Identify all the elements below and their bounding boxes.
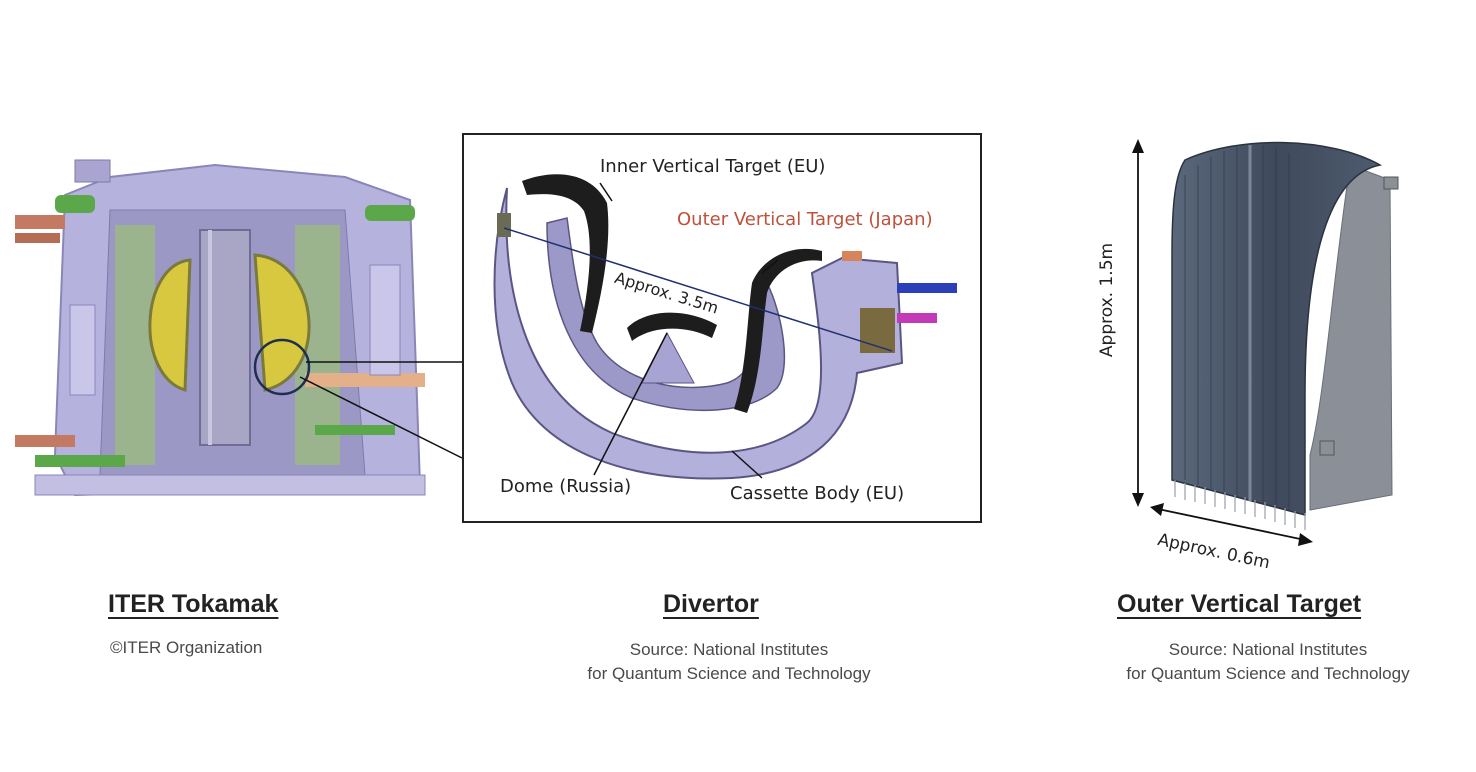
divertor-source: Source: National Institutes for Quantum … xyxy=(555,638,903,686)
outer-vertical-target-illustration xyxy=(1132,139,1399,546)
tokamak-credit-text: ©ITER Organization xyxy=(110,638,263,657)
label-dome: Dome (Russia) xyxy=(500,476,632,497)
ovt-source-line2: for Quantum Science and Technology xyxy=(1126,664,1410,683)
label-outer-vertical-target: Outer Vertical Target (Japan) xyxy=(677,209,933,230)
tokamak-credit: ©ITER Organization xyxy=(110,636,262,660)
label-inner-vertical-target: Inner Vertical Target (EU) xyxy=(600,156,826,177)
divertor-source-line2: for Quantum Science and Technology xyxy=(587,664,871,683)
ovt-height-label: Approx. 1.5m xyxy=(1097,242,1117,358)
tokamak-illustration xyxy=(15,159,426,497)
divertor-illustration xyxy=(493,174,957,480)
ovt-source: Source: National Institutes for Quantum … xyxy=(1094,638,1442,686)
ovt-source-line1: Source: National Institutes xyxy=(1168,640,1368,659)
label-cassette-body: Cassette Body (EU) xyxy=(730,483,905,504)
tokamak-title: ITER Tokamak xyxy=(108,590,279,618)
divertor-title: Divertor xyxy=(663,590,759,618)
divertor-source-line1: Source: National Institutes xyxy=(629,640,829,659)
ovt-title: Outer Vertical Target xyxy=(1117,590,1362,618)
